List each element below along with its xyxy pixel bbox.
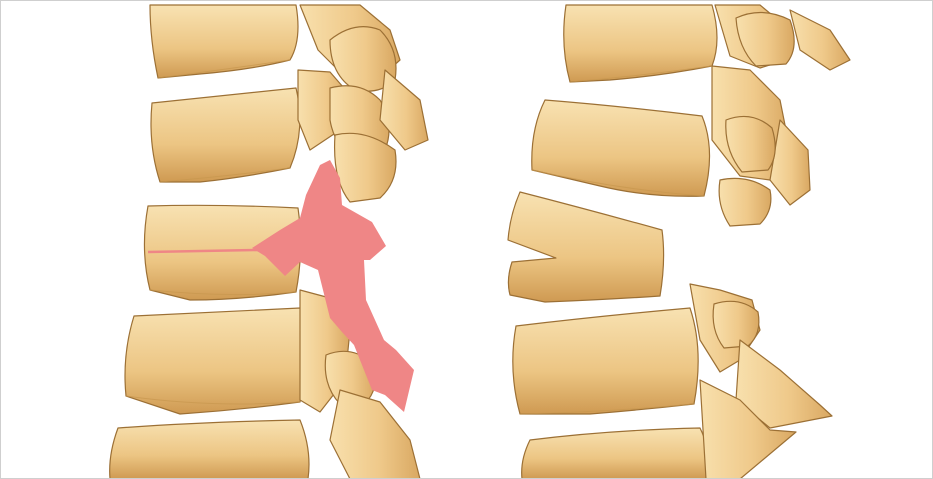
facet-r4 bbox=[713, 301, 759, 348]
vertebra-body-r2 bbox=[532, 100, 710, 196]
vertebra-body-5 bbox=[110, 420, 309, 479]
facet-r3 bbox=[719, 178, 771, 226]
vertebra-body-r4 bbox=[513, 308, 698, 414]
vertebra-body-r5 bbox=[522, 428, 709, 479]
vertebra-body-4 bbox=[125, 308, 306, 414]
right-spine bbox=[508, 5, 850, 479]
vertebra-body-1 bbox=[150, 5, 298, 78]
wedge-vertebra bbox=[508, 192, 664, 302]
spinous-process-r1 bbox=[790, 10, 850, 70]
spinous-process-4 bbox=[330, 390, 420, 479]
vertebra-body-r1 bbox=[564, 5, 717, 82]
vertebra-body-2 bbox=[151, 88, 300, 182]
